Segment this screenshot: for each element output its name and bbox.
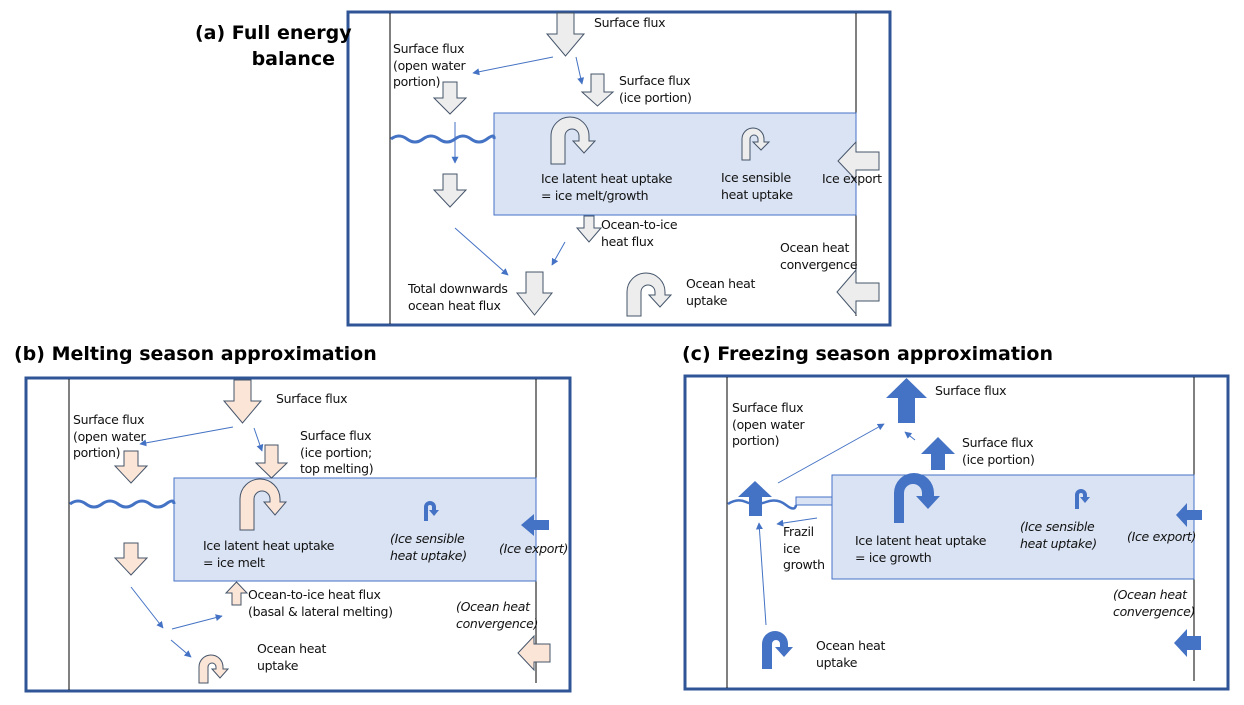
panel-a-label-surface-flux-open-water: Surface flux (open water portion) [393,41,466,89]
panel-b-label-ice-latent: Ice latent heat uptake = ice melt [203,538,335,570]
panel-a-connector [454,227,509,276]
panel-b-ice-export-arrow [521,514,549,536]
panel-b-label-ice-sensible: (Ice sensible heat uptake) [390,531,467,563]
panel-c-label-ice-latent: Ice latent heat uptake = ice growth [855,533,987,565]
panel-a-label-ice-latent: Ice latent heat uptake = ice melt/growth [541,171,673,203]
panel-c-label-surface-flux: Surface flux [935,383,1007,398]
panel-c-ice-latent-uturn-icon [894,473,940,523]
panel-a-ice-export-arrow [837,140,880,182]
panel-b-ice-sensible-uturn-icon [424,501,439,521]
panel-b-ocean-convergence-arrow [517,634,551,672]
panel-a-ocean-to-ice-arrow [575,215,603,243]
panel-c-label-ice-sensible: (Ice sensible heat uptake) [1020,519,1097,551]
panel-b-label-surface-flux-open-water: Surface flux (open water portion) [73,412,146,460]
panel-c-ocean-surface-wave [727,499,798,510]
panel-b-connector [253,427,264,452]
panel-b-ice-latent-uturn-icon [239,478,288,531]
panel-a-label-total-downwards: Total downwards ocean heat flux [408,281,508,313]
panel-a-surface-flux-ice-arrow [580,73,615,107]
panel-c-surface-flux-up-arrow [886,378,927,423]
panel-b-label-ocean-uptake: Ocean heat uptake [257,641,327,673]
panel-a-ocean-surface-wave [390,134,496,144]
panel-b [24,376,572,693]
panel-c-ice-export-arrow [1176,503,1202,527]
panel-c-connector [777,423,885,484]
panel-b-open-water-below-arrow [113,542,149,576]
panel-c-connector [904,431,916,441]
panel-c [683,374,1230,691]
panel-a-label-ocean-uptake: Ocean heat uptake [686,276,756,308]
panel-c-sea-ice-block [831,474,1195,580]
panel-c-label-ocean-convergence: (Ocean heat convergence) [1113,587,1196,619]
panel-a-connector [575,56,585,85]
panel-a-label-ice-sensible: Ice sensible heat uptake [721,170,793,202]
panel-b-ocean-uptake-uturn-icon [198,654,230,684]
panel-c-ocean-convergence-arrow [1174,629,1201,657]
panel-b-label-surface-flux: Surface flux [276,391,348,406]
panel-c-label-ice-export: (Ice export) [1127,529,1197,544]
panel-c-connector [776,517,818,527]
panel-b-label-surface-flux-ice: Surface flux (ice portion; top melting) [300,428,374,476]
panel-c-label-ocean-uptake: Ocean heat uptake [816,638,886,670]
panel-a-surface-flux-arrow [545,12,586,57]
panel-a-open-water-below-arrow [432,173,468,208]
panel-a-connector [551,241,566,266]
panel-b-label-ice-export: (Ice export) [499,541,569,556]
panel-a-ocean-convergence-arrow [836,268,880,316]
panel-a-label-ocean-convergence: Ocean heat convergence [780,240,858,272]
panel-b-ocean-surface-wave [69,499,176,509]
panel-b-connector [130,586,164,629]
panel-c-ocean-uptake-uturn-icon [762,631,793,669]
panel-a-total-downwards-arrow [515,271,554,316]
panel-c-ice-sensible-uturn-icon [1075,489,1090,509]
panel-a-title: (a) Full energy balance [195,22,352,70]
panel-a-ocean-uptake-uturn-icon [626,272,673,317]
panel-b-ocean-to-ice-up-arrow [224,581,249,606]
panel-b-surface-flux-open-water-arrow [113,450,149,484]
panel-b-label-ocean-to-ice: Ocean-to-ice heat flux (basal & lateral … [248,587,393,619]
panel-b-connector [139,426,234,447]
panel-a-label-ice-export: Ice export [822,171,882,186]
panel-b-surface-flux-ice-arrow [254,444,289,479]
panel-c-label-surface-flux-open-water: Surface flux (open water portion) [732,400,805,448]
panel-c-title: (c) Freezing season approximation [682,343,1053,365]
panel-c-connector [755,522,767,626]
panel-c-label-frazil: Frazil ice growth [783,524,825,572]
panel-a-ice-sensible-uturn-icon [741,127,771,161]
panel-c-open-water-up-arrow [738,481,772,516]
panel-b-label-ocean-convergence: (Ocean heat convergence) [456,599,539,631]
panel-b-title: (b) Melting season approximation [14,343,377,365]
panel-a-label-surface-flux-ice: Surface flux (ice portion) [619,73,692,105]
panel-a-ice-latent-uturn-icon [550,116,597,165]
panel-c-surface-flux-ice-up-arrow [921,437,955,470]
panel-c-label-surface-flux-ice: Surface flux (ice portion) [962,435,1035,467]
panel-a-label-surface-flux: Surface flux [594,15,666,30]
panel-a-label-ocean-to-ice: Ocean-to-ice heat flux [601,217,678,249]
panel-a [346,10,892,327]
panel-b-surface-flux-arrow [222,379,263,424]
panel-b-connector [171,614,223,630]
panel-a-surface-flux-open-water-arrow [432,81,468,115]
panel-c-frazil-ice-sliver [795,496,833,506]
panel-a-connector [472,56,554,76]
panel-b-connector [170,639,192,658]
